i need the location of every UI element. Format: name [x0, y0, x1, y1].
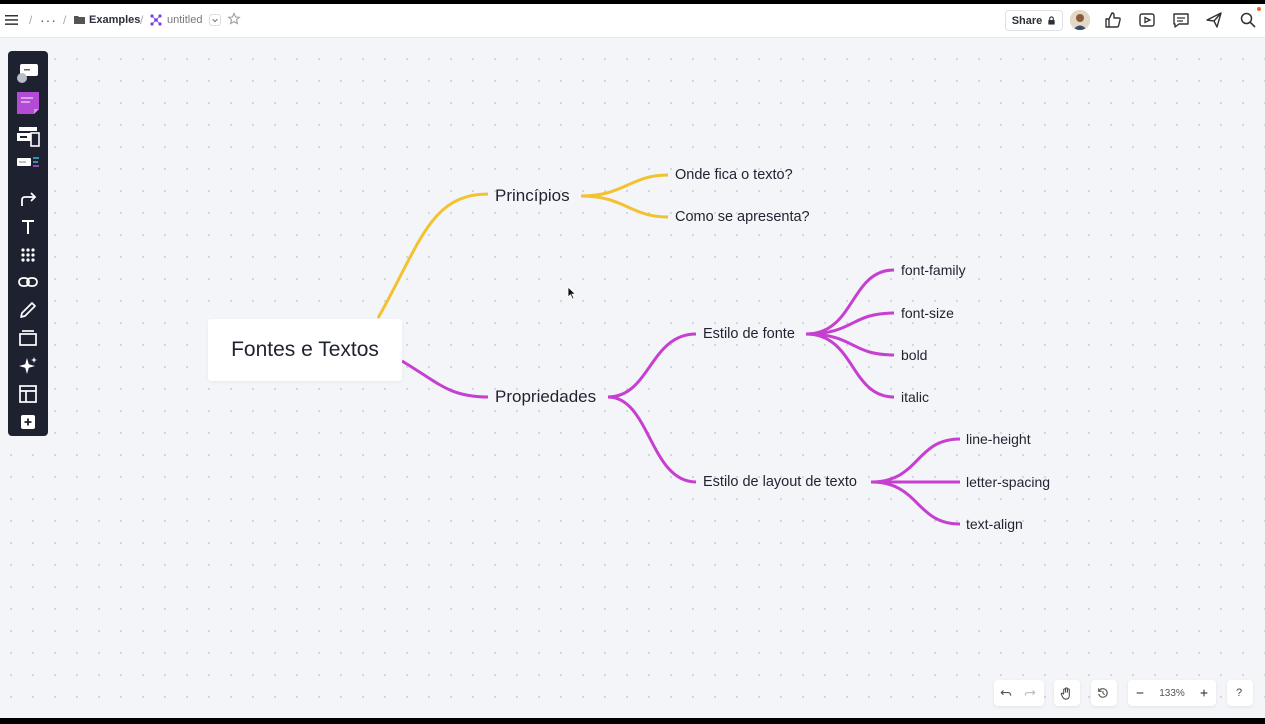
breadcrumb-separator: / [140, 13, 144, 27]
search-icon[interactable] [1239, 11, 1257, 29]
node-bold[interactable]: bold [901, 347, 928, 363]
menu-icon[interactable] [4, 12, 20, 28]
breadcrumb-separator: / [29, 13, 33, 27]
hand-tool-group [1054, 680, 1080, 706]
node-font-family[interactable]: font-family [901, 262, 966, 278]
user-avatar[interactable] [1070, 10, 1090, 30]
share-label: Share [1011, 14, 1043, 27]
connector-layout-1 [870, 437, 961, 484]
node-onde-fica-o-texto[interactable]: Onde fica o texto? [675, 167, 793, 183]
help-group: ? [1227, 680, 1253, 706]
mouse-cursor-icon [567, 286, 577, 300]
text-tool-icon[interactable] [16, 215, 40, 239]
connector-root-propriedades [401, 359, 489, 399]
send-icon[interactable] [1205, 11, 1223, 29]
left-toolbar [8, 51, 48, 436]
apps-grid-icon[interactable] [16, 243, 40, 267]
hand-icon [1060, 686, 1070, 700]
presentation-icon[interactable] [1138, 11, 1156, 29]
connector-layout-3 [870, 480, 961, 526]
minus-icon [1136, 692, 1144, 694]
ai-sparkle-icon[interactable] [16, 354, 40, 378]
breadcrumb-separator: / [63, 13, 67, 27]
undo-redo-group [994, 680, 1044, 706]
node-italic[interactable]: italic [901, 389, 930, 405]
card-icon[interactable] [16, 152, 40, 176]
connector-propriedades-estilo-fonte [607, 332, 697, 399]
node-text-align[interactable]: text-align [966, 516, 1023, 532]
layout-icon[interactable] [16, 382, 40, 406]
help-label: ? [1235, 687, 1243, 699]
more-breadcrumbs-button[interactable]: ··· [40, 12, 57, 28]
templates-icon[interactable] [16, 61, 40, 85]
lock-icon [1048, 16, 1055, 25]
mind-map: Fontes e Textos Princípios Onde fica o t… [0, 4, 1265, 718]
node-line-height[interactable]: line-height [966, 431, 1031, 447]
zoom-level[interactable]: 133% [1159, 687, 1185, 699]
help-button[interactable]: ? [1227, 681, 1251, 705]
redo-icon [1024, 690, 1036, 696]
undo-icon [1000, 690, 1012, 696]
star-icon[interactable] [227, 12, 241, 26]
node-letter-spacing[interactable]: letter-spacing [966, 474, 1051, 490]
board-canvas[interactable]: / ··· / Examples / untitled Share [0, 4, 1265, 718]
sticky-note-icon[interactable] [16, 91, 40, 115]
connector-propriedades-estilo-layout [607, 395, 697, 484]
node-estilo-de-fonte[interactable]: Estilo de fonte [703, 326, 795, 342]
board-title[interactable]: untitled [167, 14, 203, 26]
node-como-se-apresenta[interactable]: Como se apresenta? [675, 209, 810, 225]
hand-tool-button[interactable] [1054, 681, 1078, 705]
connector-fonte-1 [805, 268, 895, 336]
pen-icon[interactable] [16, 298, 40, 322]
connector-root-principios [376, 192, 489, 319]
history-icon [1098, 688, 1108, 698]
plus-icon [1200, 689, 1208, 697]
connection-line-icon[interactable] [16, 187, 40, 211]
history-group [1091, 680, 1117, 706]
connector-principios-child-2 [580, 194, 669, 219]
board-icon [150, 14, 162, 26]
root-node-label: Fontes e Textos [231, 338, 379, 361]
node-propriedades[interactable]: Propriedades [495, 387, 597, 406]
zoom-controls: 133% [1128, 680, 1216, 706]
node-font-size[interactable]: font-size [901, 305, 954, 321]
board-options-dropdown[interactable] [209, 14, 221, 26]
history-button[interactable] [1091, 681, 1115, 705]
node-estilo-de-layout-de-texto[interactable]: Estilo de layout de texto [703, 474, 857, 490]
connector-principios-child-1 [580, 173, 669, 198]
comment-icon[interactable] [1172, 11, 1190, 29]
redo-button[interactable] [1018, 681, 1042, 705]
mind-map-connectors [376, 173, 961, 526]
notification-dot [1257, 7, 1261, 11]
link-icon[interactable] [16, 270, 40, 294]
shapes-icon[interactable] [16, 124, 40, 148]
avatar-image [1070, 10, 1090, 30]
breadcrumb-examples[interactable]: Examples [89, 14, 141, 26]
node-principios[interactable]: Princípios [495, 186, 570, 205]
chevron-down-icon [212, 18, 218, 23]
zoom-out-button[interactable] [1128, 681, 1152, 705]
frame-icon[interactable] [16, 326, 40, 350]
zoom-in-button[interactable] [1192, 681, 1216, 705]
add-icon[interactable] [16, 410, 40, 434]
share-button[interactable]: Share [1005, 10, 1063, 31]
folder-icon [74, 16, 85, 24]
thumbs-up-icon[interactable] [1104, 11, 1122, 29]
connector-fonte-4 [805, 332, 895, 399]
top-bar: / ··· / Examples / untitled Share [0, 4, 1265, 38]
undo-button[interactable] [994, 681, 1018, 705]
mind-map-root-node[interactable]: Fontes e Textos [208, 319, 402, 381]
